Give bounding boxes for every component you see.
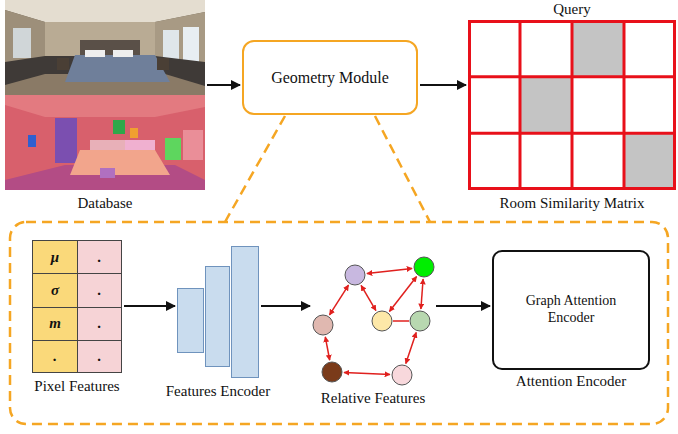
similarity-grid-part: [468, 132, 676, 135]
room-photo-part: [5, 56, 205, 95]
caption-label: Features Encoder: [166, 383, 271, 400]
similarity-grid-part: [520, 77, 572, 134]
room-photo-part: [57, 58, 69, 70]
graph-vertices-part: [372, 311, 392, 331]
segmentation-map-part: [28, 135, 36, 147]
feature-graph-part: [325, 337, 329, 360]
segmentation-map-part: [55, 118, 77, 163]
box-title: Geometry Module: [271, 68, 389, 87]
database-images: Database: [5, 0, 205, 190]
room-photo-part: [183, 27, 199, 63]
caption-label: Relative Features: [321, 390, 426, 407]
similarity-grid-part: [519, 20, 522, 190]
segmentation-map-part: [5, 95, 205, 117]
similarity-grid-part: [468, 75, 676, 78]
feature-graph-part: [361, 285, 376, 310]
room-photo-part: [80, 40, 140, 56]
feature-graph: [325, 268, 423, 374]
feature-graph-part: [421, 279, 423, 309]
caption-label: Pixel Features: [34, 378, 119, 395]
graph-vertices-part: [322, 362, 342, 382]
encoder-blocks-part: [178, 289, 204, 353]
segmentation-map-part: [70, 150, 170, 175]
feature-cell: m: [32, 307, 78, 341]
room-photo-part: [85, 50, 105, 57]
similarity-grid-part: [571, 20, 574, 190]
room-photo-part: [163, 30, 179, 60]
similarity-grid-part: [468, 20, 676, 190]
flow-arrow: [420, 84, 466, 86]
segmentation-map-part: [130, 128, 138, 138]
similarity-grid-part: [624, 133, 676, 190]
feature-cell: .: [77, 273, 122, 307]
flow-arrow: [436, 305, 490, 307]
room-photo-part: [157, 58, 169, 70]
feature-cell: σ: [32, 273, 78, 307]
features-encoder: Features Encoder: [177, 246, 259, 378]
segmentation-map-part: [5, 95, 205, 190]
feature-graph-part: [393, 320, 409, 322]
feature-graph-part: [389, 277, 416, 312]
graph-vertices-part: [414, 257, 434, 277]
pixel-feature-grid: μ.σ.m...Pixel Features: [32, 240, 122, 373]
flow-arrow: [124, 305, 175, 307]
graph-vertices-part: [410, 311, 430, 331]
segmentation-map-part: [165, 138, 181, 160]
similarity-grid: [468, 20, 676, 190]
encoder-blocks: [178, 247, 259, 378]
graph-vertices-part: [392, 365, 412, 385]
room-photo-part: [65, 55, 170, 82]
flow-arrow: [261, 305, 310, 307]
feature-graph-part: [330, 285, 349, 315]
feature-cell: μ: [32, 240, 78, 274]
room-photo: [5, 0, 205, 95]
caption-label: Database: [78, 195, 133, 212]
flow-arrow: [207, 84, 240, 86]
segmentation-map-part: [113, 120, 125, 134]
module-box: Geometry Module: [242, 40, 418, 115]
box-title: Graph Attention Encoder: [504, 293, 638, 327]
feature-graph-part: [406, 332, 416, 363]
graph-vertices-part: [345, 265, 365, 285]
room-photo-part: [13, 28, 31, 58]
encoder-blocks-part: [232, 247, 259, 378]
encoder-blocks-part: [206, 267, 230, 367]
zoom-bracket-part: [225, 116, 285, 222]
feature-graph-part: [344, 373, 390, 375]
segmentation-map-part: [183, 130, 203, 160]
similarity-grid-part: [623, 20, 626, 190]
graph-vertices-part: [313, 315, 333, 335]
similarity-grid-part: [572, 20, 624, 77]
zoom-bracket-part: [375, 116, 430, 222]
segmentation-map-part: [5, 165, 205, 190]
segmentation-map: [5, 95, 205, 190]
relative-graph: Relative Features: [312, 255, 434, 385]
zoom-bracket-part: [10, 222, 668, 424]
caption-label: Attention Encoder: [516, 373, 626, 390]
graph-vertices: [313, 257, 434, 385]
caption-label: Room Similarity Matrix: [500, 195, 645, 212]
feature-cell: .: [32, 340, 78, 373]
room-photo-part: [5, 0, 205, 95]
segmentation-map-part: [100, 168, 115, 178]
heading-label: Query: [553, 1, 591, 18]
attention-box: Graph Attention EncoderAttention Encoder: [492, 250, 650, 370]
room-photo-part: [113, 50, 133, 57]
feature-cell: .: [77, 307, 122, 341]
feature-cell: .: [77, 340, 122, 373]
feature-cell: .: [77, 240, 122, 274]
feature-graph-part: [367, 268, 412, 273]
zoom-bracket: [10, 116, 668, 424]
similarity-matrix: QueryRoom Similarity Matrix: [468, 20, 676, 190]
